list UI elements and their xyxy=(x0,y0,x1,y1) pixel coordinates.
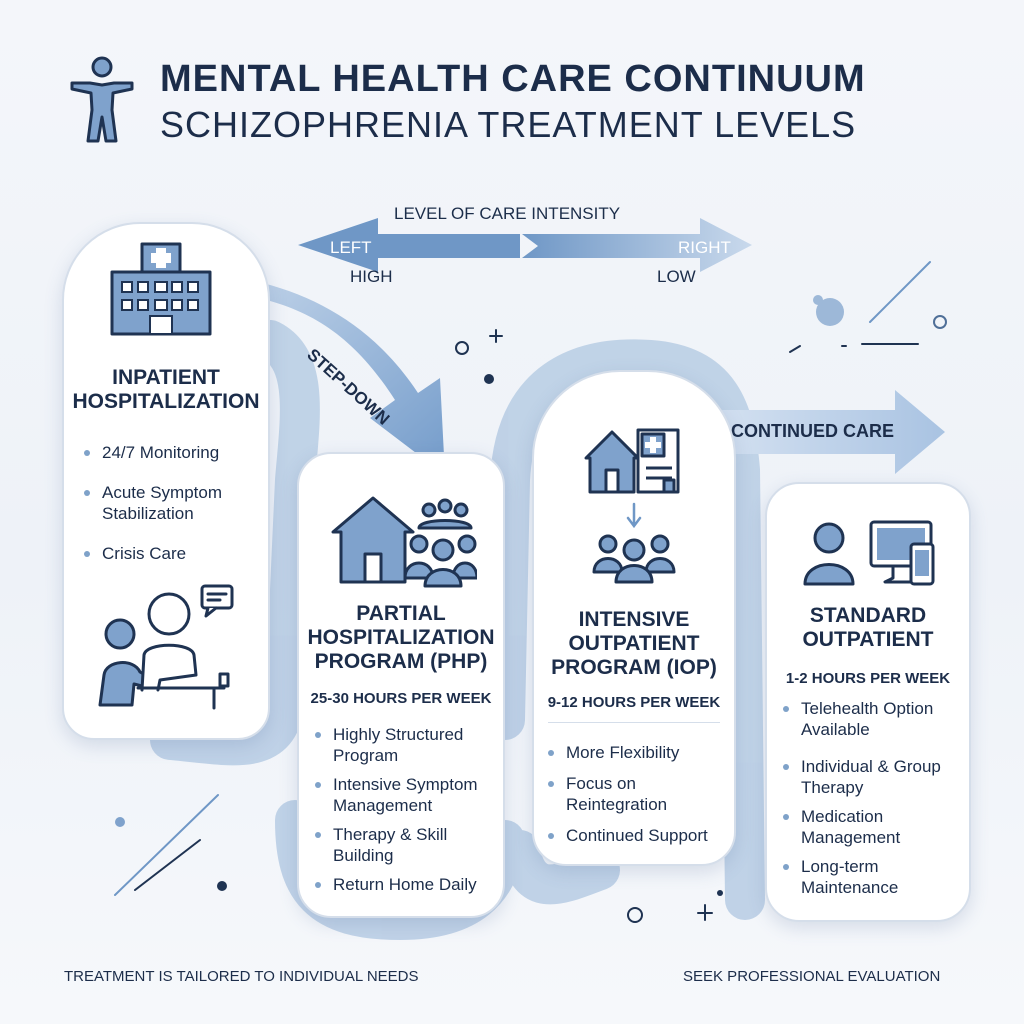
list-item: Intensive Symptom Management xyxy=(307,774,497,816)
list-item: Continued Support xyxy=(540,825,732,846)
page-title: MENTAL HEALTH CARE CONTINUUM xyxy=(160,58,866,100)
php-title: PARTIAL HOSPITALIZATION PROGRAM (PHP) xyxy=(299,602,503,674)
list-item: Return Home Daily xyxy=(307,874,497,895)
php-title-line-3: PROGRAM (PHP) xyxy=(314,650,488,673)
clinician-chat-icon xyxy=(98,584,234,710)
standard-outpatient-title: STANDARD OUTPATIENT xyxy=(767,604,969,652)
group-icon xyxy=(592,534,676,584)
home-group-icon xyxy=(331,496,477,588)
list-item: Telehealth Option Available xyxy=(775,698,965,740)
hospital-icon xyxy=(110,242,212,336)
continued-care-label: CONTINUED CARE xyxy=(731,421,895,441)
inpatient-title-line-2: HOSPITALIZATION xyxy=(72,390,260,413)
iop-title-line-1: INTENSIVE xyxy=(578,608,690,631)
standard-outpatient-hours: 1-2 HOURS PER WEEK xyxy=(785,670,951,687)
intensity-label: LEVEL OF CARE INTENSITY xyxy=(394,204,621,223)
standard-title-line-1: STANDARD xyxy=(809,604,927,627)
list-item: Focus on Reintegration xyxy=(540,773,732,815)
intensity-right-label: RIGHT xyxy=(678,238,731,257)
list-item: Medication Management xyxy=(775,806,965,848)
iop-hours: 9-12 HOURS PER WEEK xyxy=(547,694,721,711)
footer-left-note: TREATMENT IS TAILORED TO INDIVIDUAL NEED… xyxy=(64,968,419,985)
php-title-line-2: HOSPITALIZATION xyxy=(307,626,495,649)
page-subtitle: SCHIZOPHRENIA TREATMENT LEVELS xyxy=(160,104,857,145)
php-card: PARTIAL HOSPITALIZATION PROGRAM (PHP) 25… xyxy=(297,452,505,918)
intensity-low-label: LOW xyxy=(657,267,696,286)
inpatient-items: 24/7 Monitoring Acute Symptom Stabilizat… xyxy=(76,442,262,564)
standard-outpatient-items: Telehealth Option Available Individual &… xyxy=(775,698,965,898)
list-item: Crisis Care xyxy=(76,543,262,564)
list-item: Therapy & Skill Building xyxy=(307,824,497,866)
list-item: Acute Symptom Stabilization xyxy=(76,482,262,524)
standard-title-line-2: OUTPATIENT xyxy=(802,628,934,651)
telehealth-icon xyxy=(803,520,935,586)
home-clinic-icon xyxy=(584,428,680,494)
iop-title: INTENSIVE OUTPATIENT PROGRAM (IOP) xyxy=(534,608,734,680)
continued-care-arrow xyxy=(700,390,945,474)
list-item: Individual & Group Therapy xyxy=(775,756,965,798)
php-items: Highly Structured Program Intensive Symp… xyxy=(307,724,497,895)
iop-title-line-2: OUTPATIENT xyxy=(568,632,700,655)
decorations xyxy=(114,261,947,923)
divider xyxy=(548,722,720,723)
php-hours: 25-30 HOURS PER WEEK xyxy=(310,690,492,707)
list-item: Long-term Maintenance xyxy=(775,856,965,898)
standard-outpatient-card: STANDARD OUTPATIENT 1-2 HOURS PER WEEK T… xyxy=(765,482,971,922)
arrow-down-icon xyxy=(626,502,642,529)
intensity-left-label: LEFT xyxy=(330,238,372,257)
intensity-high-label: HIGH xyxy=(350,267,393,286)
intensity-arrow xyxy=(298,218,752,272)
footer-right-note: SEEK PROFESSIONAL EVALUATION xyxy=(683,968,941,985)
decor-blob xyxy=(816,298,844,326)
php-title-line-1: PARTIAL xyxy=(356,602,446,625)
person-icon xyxy=(70,56,134,143)
iop-items: More Flexibility Focus on Reintegration … xyxy=(540,742,732,846)
step-down-arrow xyxy=(220,275,445,475)
inpatient-title-line-1: INPATIENT xyxy=(112,366,220,389)
iop-card: INTENSIVE OUTPATIENT PROGRAM (IOP) 9-12 … xyxy=(532,370,736,866)
inpatient-title: INPATIENT HOSPITALIZATION xyxy=(64,366,268,414)
list-item: 24/7 Monitoring xyxy=(76,442,262,463)
list-item: More Flexibility xyxy=(540,742,732,763)
list-item: Highly Structured Program xyxy=(307,724,497,766)
inpatient-card: INPATIENT HOSPITALIZATION 24/7 Monitorin… xyxy=(62,222,270,740)
iop-title-line-3: PROGRAM (IOP) xyxy=(551,656,717,679)
